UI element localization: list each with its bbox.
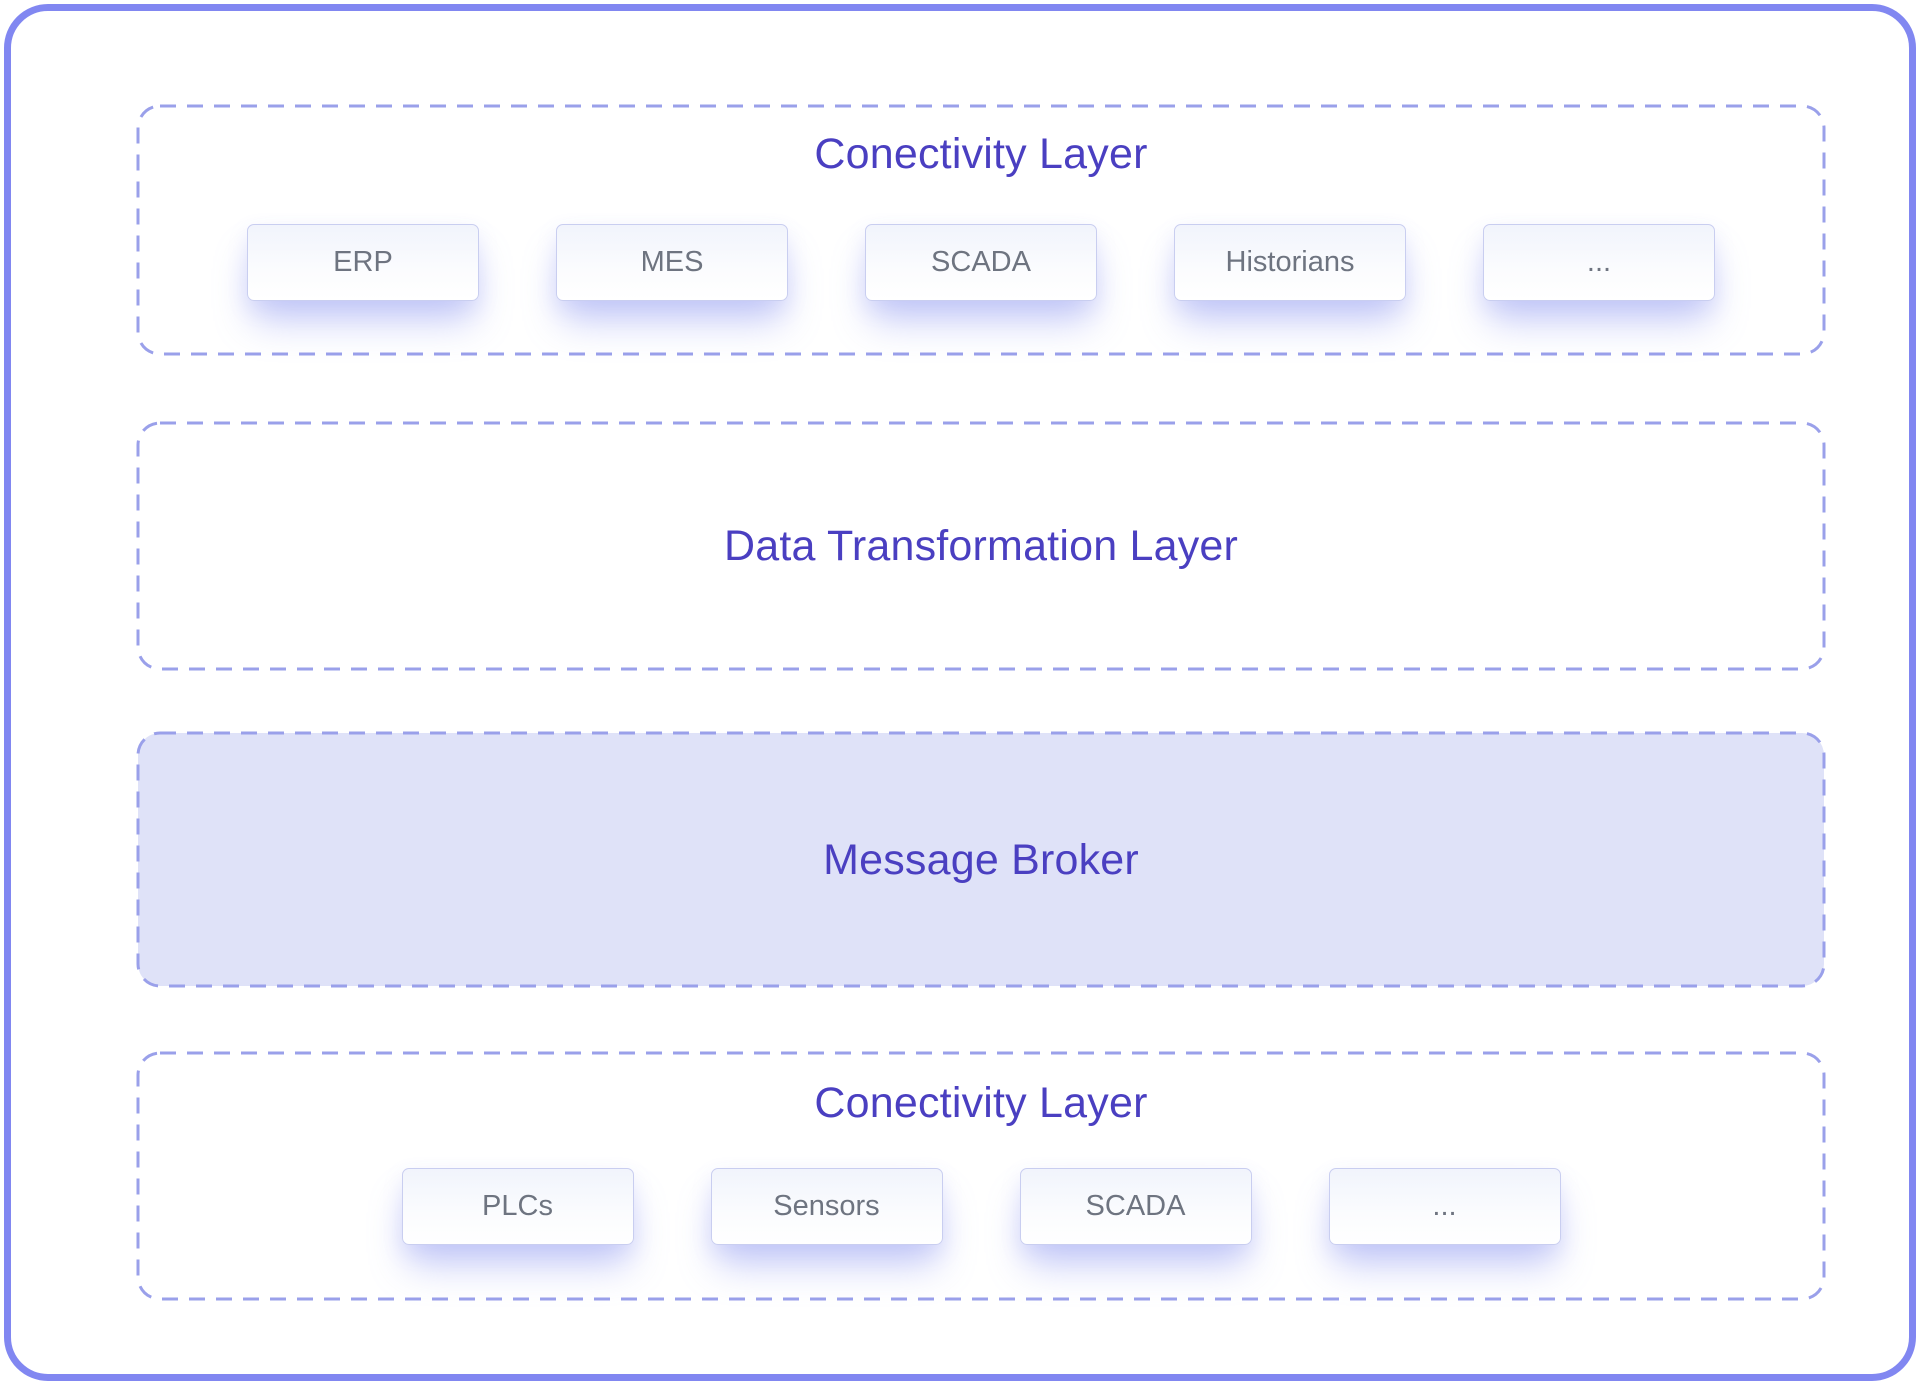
item-box-ellipsis-top: ... [1483,224,1715,301]
item-box-erp: ERP [247,224,479,301]
item-box-ellipsis-bottom: ... [1328,1168,1561,1245]
data-transformation-layer-section: Data Transformation Layer [136,421,1826,671]
item-box-mes: MES [556,224,788,301]
connectivity-bottom-items-row: PLCs Sensors SCADA ... [136,1168,1826,1245]
item-box-historians: Historians [1174,224,1406,301]
item-box-sensors: Sensors [710,1168,943,1245]
data-transformation-title: Data Transformation Layer [723,522,1239,570]
connectivity-top-items-row: ERP MES SCADA Historians ... [136,224,1826,301]
connectivity-layer-bottom-section: Conectivity Layer PLCs Sensors SCADA ... [136,1051,1826,1301]
message-broker-section: Message Broker [136,731,1826,988]
connectivity-top-title: Conectivity Layer [814,130,1148,178]
item-box-plcs: PLCs [401,1168,634,1245]
diagram-outer-frame: Conectivity Layer ERP MES SCADA Historia… [4,4,1916,1381]
connectivity-bottom-title: Conectivity Layer [814,1079,1148,1127]
item-box-scada-bottom: SCADA [1019,1168,1252,1245]
item-box-scada-top: SCADA [865,224,1097,301]
connectivity-layer-top-section: Conectivity Layer ERP MES SCADA Historia… [136,104,1826,356]
message-broker-title: Message Broker [823,835,1139,884]
